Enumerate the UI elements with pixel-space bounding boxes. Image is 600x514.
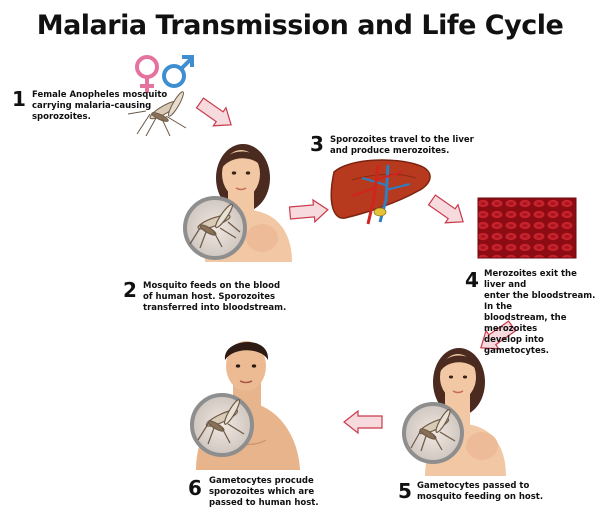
blood-cells-panel bbox=[477, 197, 577, 259]
step-2-number: 2 bbox=[123, 278, 137, 302]
step-4-number: 4 bbox=[465, 268, 479, 292]
magnifier-mosquito-feeding-icon bbox=[402, 402, 464, 464]
arrow-4-to-5 bbox=[480, 320, 517, 350]
arrow-3-to-4 bbox=[427, 194, 464, 224]
female-symbol-icon bbox=[135, 55, 159, 93]
step-1-caption: Female Anopheles mosquito carrying malar… bbox=[32, 90, 168, 122]
step-6-number: 6 bbox=[188, 476, 202, 500]
arrow-2-to-3 bbox=[288, 198, 329, 224]
arrow-1-to-2 bbox=[195, 97, 232, 127]
step-4-caption: Merozoites exit the liver and enter the … bbox=[484, 269, 596, 356]
page-title: Malaria Transmission and Life Cycle bbox=[36, 10, 564, 41]
arrow-5-to-6 bbox=[343, 409, 383, 435]
step-6-caption: Gametocytes procude sporozoites which ar… bbox=[209, 476, 319, 508]
step-1-number: 1 bbox=[12, 87, 26, 111]
liver-icon bbox=[330, 159, 431, 225]
step-5-caption: Gametocytes passed to mosquito feeding o… bbox=[417, 481, 544, 502]
step-3-number: 3 bbox=[310, 132, 324, 156]
mosquito-icon bbox=[127, 91, 187, 137]
step-2-caption: Mosquito feeds on the blood of human hos… bbox=[143, 281, 287, 313]
male-symbol-icon bbox=[162, 55, 194, 88]
step-3-caption: Sporozoites travel to the liver and prod… bbox=[330, 135, 474, 156]
step-5-number: 5 bbox=[398, 479, 412, 503]
magnifier-mosquito-bite-icon bbox=[183, 196, 247, 260]
magnifier-mosquito-transfer-icon bbox=[190, 393, 254, 457]
